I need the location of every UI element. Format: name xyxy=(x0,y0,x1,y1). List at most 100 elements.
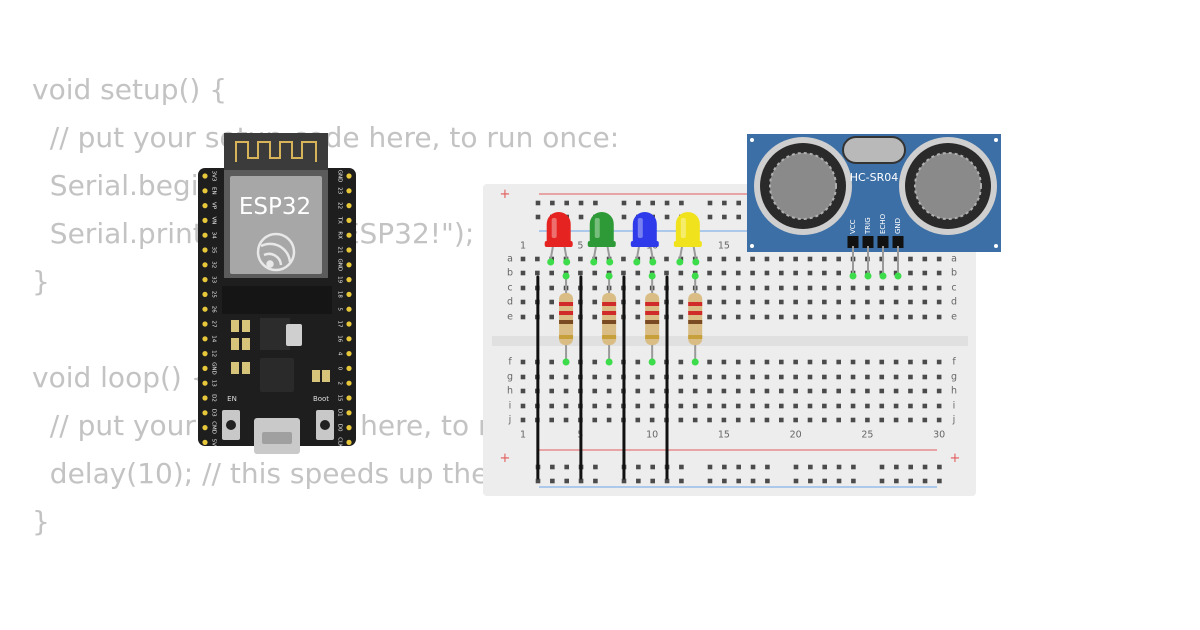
breadboard-hole[interactable] xyxy=(649,388,655,394)
breadboard-hole[interactable] xyxy=(678,374,684,380)
esp32-pin[interactable] xyxy=(346,173,352,179)
breadboard-hole[interactable] xyxy=(592,270,598,276)
breadboard-hole[interactable] xyxy=(779,388,784,394)
breadboard-hole[interactable] xyxy=(879,417,885,423)
breadboard-hole[interactable] xyxy=(550,200,555,206)
breadboard-hole[interactable] xyxy=(664,214,670,220)
breadboard-hole[interactable] xyxy=(520,359,526,365)
breadboard-hole[interactable] xyxy=(793,417,798,423)
breadboard-hole[interactable] xyxy=(793,374,798,380)
breadboard-hole[interactable] xyxy=(578,256,583,262)
breadboard-hole[interactable] xyxy=(707,200,713,206)
esp32-pin[interactable] xyxy=(202,277,208,283)
breadboard-hole[interactable] xyxy=(549,359,554,365)
breadboard-hole[interactable] xyxy=(850,388,856,394)
breadboard-hole[interactable] xyxy=(764,270,770,276)
esp32-pin[interactable] xyxy=(202,291,208,297)
breadboard-hole[interactable] xyxy=(922,285,928,291)
breadboard-hole[interactable] xyxy=(721,314,727,320)
breadboard-hole[interactable] xyxy=(836,417,841,423)
esp32-pin[interactable] xyxy=(202,336,208,342)
breadboard-hole[interactable] xyxy=(764,256,770,262)
breadboard-hole[interactable] xyxy=(793,478,799,484)
breadboard-hole[interactable] xyxy=(908,403,913,409)
esp32-pin[interactable] xyxy=(346,291,352,297)
breadboard-hole[interactable] xyxy=(836,359,841,365)
breadboard-hole[interactable] xyxy=(606,374,612,380)
breadboard-hole[interactable] xyxy=(606,388,612,394)
esp32-pin[interactable] xyxy=(346,306,352,312)
breadboard-hole[interactable] xyxy=(893,285,899,291)
breadboard-hole[interactable] xyxy=(535,256,540,262)
breadboard-hole[interactable] xyxy=(635,374,641,380)
breadboard-hole[interactable] xyxy=(936,299,942,305)
breadboard-hole[interactable] xyxy=(722,464,727,470)
breadboard-hole[interactable] xyxy=(908,256,913,262)
breadboard-hole[interactable] xyxy=(635,359,641,365)
breadboard-hole[interactable] xyxy=(750,256,755,262)
breadboard-hole[interactable] xyxy=(793,464,799,470)
breadboard-hole[interactable] xyxy=(549,417,554,423)
breadboard-hole[interactable] xyxy=(707,359,712,365)
breadboard-hole[interactable] xyxy=(807,270,813,276)
breadboard-hole[interactable] xyxy=(807,285,813,291)
esp32-pin[interactable] xyxy=(346,277,352,283)
breadboard-hole[interactable] xyxy=(822,270,827,276)
breadboard-hole[interactable] xyxy=(822,388,827,394)
breadboard-hole[interactable] xyxy=(535,200,541,206)
breadboard-hole[interactable] xyxy=(793,314,798,320)
breadboard-hole[interactable] xyxy=(593,200,598,206)
breadboard-hole[interactable] xyxy=(750,403,755,409)
breadboard-hole[interactable] xyxy=(893,299,899,305)
breadboard-hole[interactable] xyxy=(592,359,598,365)
breadboard-hole[interactable] xyxy=(678,299,684,305)
breadboard-hole[interactable] xyxy=(908,417,913,423)
breadboard-hole[interactable] xyxy=(721,256,727,262)
esp32-pin[interactable] xyxy=(346,439,352,445)
esp32-pin[interactable] xyxy=(346,410,352,416)
breadboard-hole[interactable] xyxy=(922,256,928,262)
breadboard-hole[interactable] xyxy=(793,270,798,276)
breadboard-hole[interactable] xyxy=(922,388,928,394)
breadboard-hole[interactable] xyxy=(707,314,712,320)
esp32-pin[interactable] xyxy=(346,217,352,223)
breadboard-hole[interactable] xyxy=(564,464,569,470)
breadboard-hole[interactable] xyxy=(563,417,569,423)
breadboard-hole[interactable] xyxy=(549,388,554,394)
breadboard-hole[interactable] xyxy=(649,403,655,409)
breadboard-hole[interactable] xyxy=(564,478,569,484)
breadboard-hole[interactable] xyxy=(721,270,727,276)
breadboard-hole[interactable] xyxy=(635,403,641,409)
breadboard-hole[interactable] xyxy=(879,374,885,380)
breadboard-hole[interactable] xyxy=(721,359,727,365)
breadboard-hole[interactable] xyxy=(535,478,541,484)
breadboard-hole[interactable] xyxy=(865,374,870,380)
breadboard-hole[interactable] xyxy=(807,417,813,423)
yellow-led[interactable] xyxy=(673,212,702,266)
breadboard-hole[interactable] xyxy=(851,478,856,484)
breadboard-hole[interactable] xyxy=(850,374,856,380)
breadboard-hole[interactable] xyxy=(807,403,813,409)
breadboard-hole[interactable] xyxy=(779,417,784,423)
breadboard-hole[interactable] xyxy=(879,256,885,262)
breadboard-hole[interactable] xyxy=(894,464,899,470)
esp32-pin[interactable] xyxy=(202,173,208,179)
breadboard-hole[interactable] xyxy=(636,464,641,470)
breadboard-hole[interactable] xyxy=(937,464,942,470)
breadboard-hole[interactable] xyxy=(822,359,827,365)
breadboard-hole[interactable] xyxy=(893,374,899,380)
breadboard-hole[interactable] xyxy=(822,403,827,409)
breadboard-hole[interactable] xyxy=(692,388,698,394)
breadboard-hole[interactable] xyxy=(535,270,540,276)
breadboard-hole[interactable] xyxy=(836,478,842,484)
breadboard-hole[interactable] xyxy=(922,314,928,320)
breadboard-hole[interactable] xyxy=(836,299,841,305)
breadboard-hole[interactable] xyxy=(879,359,885,365)
breadboard-hole[interactable] xyxy=(520,285,526,291)
breadboard-hole[interactable] xyxy=(578,478,584,484)
breadboard-hole[interactable] xyxy=(851,464,856,470)
boot-button[interactable] xyxy=(316,410,334,440)
resistor[interactable] xyxy=(602,276,617,362)
breadboard-hole[interactable] xyxy=(779,270,784,276)
breadboard-hole[interactable] xyxy=(908,299,913,305)
